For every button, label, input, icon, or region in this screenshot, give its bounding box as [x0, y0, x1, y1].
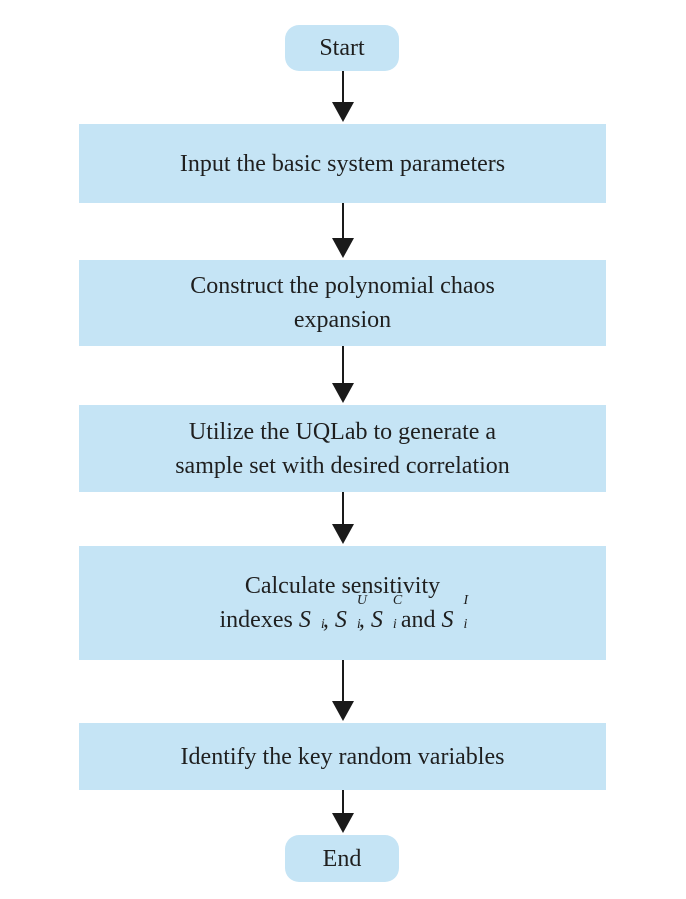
- step-input-parameters-label: Input the basic system parameters: [179, 150, 506, 177]
- arrow-step5-to-end: [332, 790, 354, 833]
- start-node: Start: [285, 25, 399, 71]
- step-identify-variables: Identify the key random variables: [79, 723, 606, 790]
- step-calculate-sensitivity-line1: Calculate sensitivity: [244, 573, 441, 599]
- step-identify-variables-label: Identify the key random variables: [180, 743, 505, 770]
- step-construct-pce-line2: expansion: [293, 307, 392, 333]
- step-generate-samples-line1: Utilize the UQLab to generate a: [188, 418, 497, 445]
- step-construct-pce: Construct the polynomial chaos expansion: [79, 260, 606, 346]
- arrow-step1-to-step2: [332, 203, 354, 258]
- step-generate-samples: Utilize the UQLab to generate a sample s…: [79, 405, 606, 492]
- end-label: End: [322, 845, 362, 872]
- indexes-prefix: indexes: [219, 607, 299, 633]
- step-generate-samples-line2: sample set with desired correlation: [175, 452, 510, 479]
- arrow-step4-to-step5: [332, 660, 354, 721]
- step-construct-pce-line1: Construct the polynomial chaos: [190, 273, 495, 299]
- arrow-step2-to-step3: [332, 346, 354, 403]
- step-input-parameters: Input the basic system parameters: [79, 124, 606, 203]
- start-label: Start: [319, 35, 365, 61]
- end-node: End: [285, 835, 399, 882]
- arrow-step3-to-step4: [332, 492, 354, 544]
- arrow-start-to-step1: [332, 71, 354, 122]
